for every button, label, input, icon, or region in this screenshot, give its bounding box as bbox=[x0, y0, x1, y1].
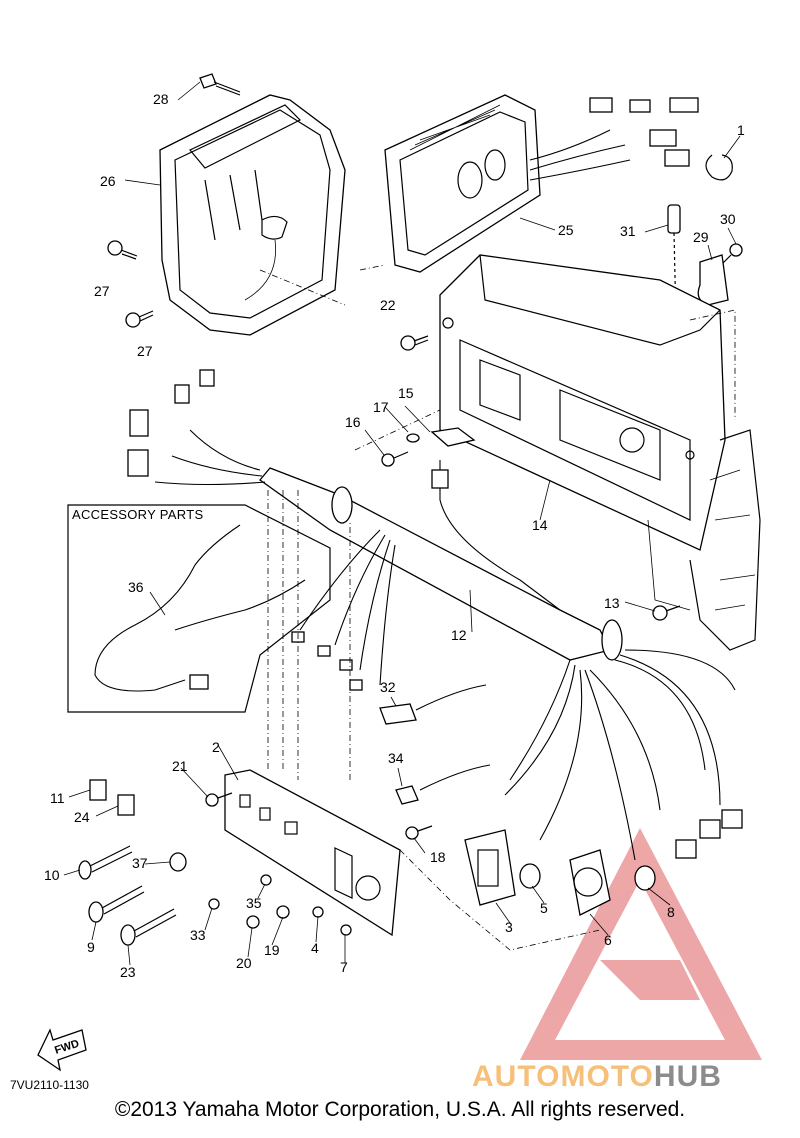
part-6-receptacle bbox=[569, 849, 611, 916]
callout-13: 13 bbox=[604, 595, 620, 611]
callout-15: 15 bbox=[398, 385, 414, 401]
part-13-screw bbox=[652, 605, 681, 621]
leader-lines bbox=[63, 81, 741, 966]
callout-28: 28 bbox=[153, 91, 169, 107]
callout-24: 24 bbox=[74, 809, 90, 825]
callout-26: 26 bbox=[100, 173, 116, 189]
callout-14: 14 bbox=[532, 517, 548, 533]
callout-25: 25 bbox=[558, 222, 574, 238]
diagram-code: 7VU2110-1130 bbox=[10, 1078, 89, 1092]
part-34-switch bbox=[395, 764, 491, 805]
part-23-lamp bbox=[120, 908, 177, 946]
callout-31: 31 bbox=[620, 223, 636, 239]
part-8-nut bbox=[634, 865, 656, 891]
accessory-parts-title: ACCESSORY PARTS bbox=[72, 507, 203, 522]
watermark-part1: AUTOMOTO bbox=[472, 1060, 654, 1093]
callout-20: 20 bbox=[236, 955, 252, 971]
callout-34: 34 bbox=[388, 750, 404, 766]
callout-35: 35 bbox=[246, 895, 262, 911]
part-10-lamp bbox=[78, 845, 133, 880]
part-1-clip bbox=[705, 154, 733, 181]
accessory-parts-box bbox=[67, 504, 331, 713]
part-30-screw bbox=[722, 243, 743, 264]
callout-2: 2 bbox=[212, 739, 220, 755]
callout-22: 22 bbox=[380, 297, 396, 313]
part-12-wire-harness bbox=[127, 369, 743, 861]
part-3-receptacle bbox=[464, 829, 516, 906]
watermark-text: AUTOMOTOHUB bbox=[472, 1060, 722, 1093]
part-5-nut bbox=[519, 863, 541, 889]
callout-12: 12 bbox=[451, 627, 467, 643]
part-16-screw bbox=[381, 451, 409, 467]
part-25-control-unit bbox=[384, 94, 699, 273]
callout-37: 37 bbox=[132, 855, 148, 871]
leader-dashes bbox=[259, 264, 736, 951]
callout-6: 6 bbox=[604, 932, 612, 948]
part-26-cover bbox=[159, 94, 346, 336]
callout-11: 11 bbox=[50, 790, 65, 806]
part-18-screw bbox=[405, 825, 433, 840]
callout-4: 4 bbox=[311, 940, 319, 956]
callout-labels: 1 2 3 4 5 6 7 8 9 10 11 12 13 14 15 16 1… bbox=[44, 91, 745, 980]
callout-19: 19 bbox=[264, 942, 280, 958]
copyright-notice: ©2013 Yamaha Motor Corporation, U.S.A. A… bbox=[114, 1098, 686, 1121]
callout-17: 17 bbox=[373, 399, 389, 415]
part-11-switch bbox=[89, 779, 107, 801]
callout-16: 16 bbox=[345, 414, 361, 430]
callout-33: 33 bbox=[190, 927, 206, 943]
callout-27b: 27 bbox=[137, 343, 153, 359]
callout-8: 8 bbox=[667, 904, 675, 920]
callout-32: 32 bbox=[380, 679, 396, 695]
callout-7: 7 bbox=[340, 959, 348, 975]
watermark-logo bbox=[520, 828, 762, 1060]
callout-18: 18 bbox=[430, 849, 446, 865]
callout-3: 3 bbox=[505, 919, 513, 935]
part-37-grommet bbox=[169, 852, 187, 872]
callout-5: 5 bbox=[540, 900, 548, 916]
callout-30: 30 bbox=[720, 211, 736, 227]
fwd-arrow-icon: FWD bbox=[37, 1028, 87, 1072]
part-22-screw bbox=[400, 335, 429, 351]
callout-21: 21 bbox=[172, 758, 188, 774]
callout-23: 23 bbox=[120, 964, 136, 980]
part-15-connector bbox=[430, 427, 476, 447]
part-14-panel bbox=[439, 254, 726, 551]
part-9-lamp bbox=[88, 885, 145, 923]
callout-9: 9 bbox=[87, 939, 95, 955]
part-24-switch bbox=[117, 794, 135, 816]
callout-10: 10 bbox=[44, 867, 60, 883]
callout-1: 1 bbox=[737, 122, 745, 138]
part-28-bolt bbox=[199, 73, 241, 96]
callout-27a: 27 bbox=[94, 283, 110, 299]
part-2-plate bbox=[224, 769, 401, 937]
callout-29: 29 bbox=[693, 229, 709, 245]
watermark-part2: HUB bbox=[654, 1060, 722, 1093]
part-27-screws bbox=[107, 240, 154, 328]
callout-36: 36 bbox=[128, 579, 144, 595]
part-21-screw bbox=[205, 792, 233, 807]
part-17-washer bbox=[406, 433, 420, 443]
part-32-switch bbox=[379, 684, 487, 725]
